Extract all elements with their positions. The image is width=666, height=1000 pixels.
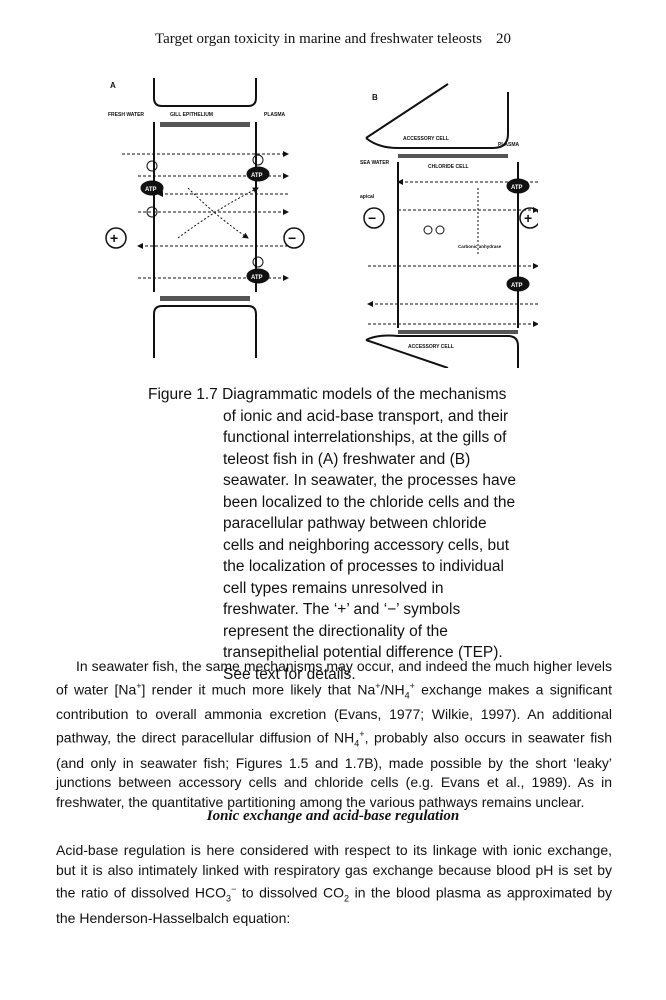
atp-pump-b-bottom: [506, 276, 530, 292]
minus-symbol-b: [363, 207, 385, 229]
figure-caption: Figure 1.7 Diagrammatic models of the me…: [148, 384, 528, 685]
svg-text:+: +: [524, 210, 532, 226]
svg-text:−: −: [368, 210, 376, 226]
plus-symbol-b: [519, 207, 538, 229]
atp-pump-baso-bottom: [246, 268, 270, 284]
caption-line: paracellular pathway between chloride: [223, 515, 487, 532]
page-number: 20: [496, 31, 512, 47]
atp-label: ATP: [251, 275, 263, 281]
atp-pump-apical: [140, 180, 164, 196]
carbonic-anhydrase-label: Carbonic anhydrase: [458, 244, 502, 249]
plasma-label-a: PLASMA: [264, 112, 286, 118]
section-heading: Ionic exchange and acid-base regulation: [206, 808, 460, 824]
caption-line: seawater. In seawater, the processes hav…: [223, 472, 516, 489]
atp-label: ATP: [251, 173, 263, 179]
fresh-water-label: FRESH WATER: [108, 112, 144, 118]
accessory-cell-top: [365, 92, 509, 149]
plasma-label-b: PLASMA: [498, 142, 520, 148]
gill-epithelium-label: GILL EPITHELIUM: [170, 112, 213, 118]
caption-line: freshwater. The ‘+’ and ‘−’ symbols: [223, 601, 461, 618]
apical-label: apical: [360, 194, 375, 200]
caption-line: represent the directionality of the: [223, 622, 448, 640]
caption-line: See text for details.: [223, 665, 356, 683]
body-paragraph-2: Acid-base regulation is here considered …: [56, 842, 613, 926]
caption-line: transepithelial potential difference (TE…: [223, 644, 503, 661]
accessory-bottom-label: ACCESSORY CELL: [408, 344, 454, 350]
caption-first-line: Figure 1.7 Diagrammatic models of the me…: [148, 386, 507, 403]
atp-label: ATP: [145, 187, 157, 193]
lower-cell-outline: [153, 305, 257, 358]
body-paragraph-1: In seawater fish, the same mechanisms ma…: [56, 658, 612, 810]
svg-text:+: +: [110, 230, 118, 246]
svg-text:ATP: ATP: [511, 185, 523, 191]
caption-line: the localization of processes to individ…: [223, 558, 504, 575]
accessory-cell-bottom: [365, 334, 519, 368]
panel-a: A FRESH WATER GILL EPITHELIUM PLASMA ATP…: [105, 78, 305, 358]
sea-water-label: SEA WATER: [360, 160, 390, 166]
svg-text:ATP: ATP: [511, 283, 523, 289]
header-title: Target organ toxicity in marine and fres…: [154, 31, 483, 47]
upper-cell-outline: [153, 78, 257, 107]
caption-body: of ionic and acid-base transport, and th…: [223, 406, 528, 686]
panel-b: B ACCESSORY CELL PLASMA SEA WATER CHLORI…: [360, 83, 538, 368]
caption-label: Figure 1.7: [148, 386, 218, 403]
junction-bottom: [160, 296, 250, 301]
chloride-cell-label: CHLORIDE CELL: [428, 164, 469, 170]
caption-line: been localized to the chloride cells and…: [223, 493, 516, 511]
panel-a-label: A: [110, 81, 116, 90]
junction-top: [160, 122, 250, 127]
caption-line: teleost fish in (A) freshwater and (B): [223, 450, 471, 468]
figure-diagram: A FRESH WATER GILL EPITHELIUM PLASMA ATP…: [105, 78, 538, 368]
caption-line: cells and neighboring accessory cells, b…: [223, 536, 510, 554]
caption-line: functional interrelationships, at the gi…: [223, 429, 507, 446]
running-header: Target organ toxicity in marine and fres…: [0, 31, 666, 48]
plus-symbol: [105, 227, 127, 249]
minus-symbol: [283, 227, 305, 249]
panel-b-label: B: [372, 93, 378, 102]
atp-pump-baso-top: [246, 166, 270, 182]
accessory-top-label: ACCESSORY CELL: [403, 136, 449, 142]
svg-text:−: −: [288, 230, 296, 246]
caption-line: of ionic and acid-base transport, and th…: [223, 407, 509, 425]
caption-line: cell types remains unresolved in: [223, 579, 444, 597]
